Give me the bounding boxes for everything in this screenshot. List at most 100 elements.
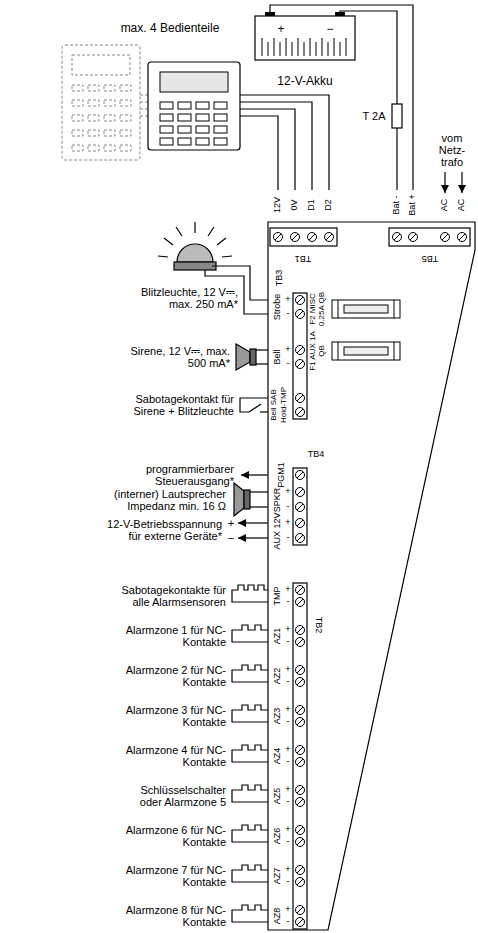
pin-label: AZ4 [273,748,283,765]
tamper-switch [249,404,261,412]
polarity-sign: + [285,487,290,497]
device-label: Blitzleuchte, 12 V⎓, max. 250 mA* [118,286,238,310]
pin-label: AZ3 [273,708,283,725]
circuit-board [268,222,475,930]
terminal-screw [297,504,303,510]
terminal-screw [296,826,305,835]
keypad-key [214,114,227,121]
mains-arrow [445,172,462,193]
nc-contact-loop [232,625,268,642]
keypad-key [214,102,227,109]
nc-contact-loop [232,585,268,602]
zone-label: Alarmzone 1 für NC-Kontakte [116,624,226,648]
pin-label: AZ7 [273,868,283,885]
nc-contact-loop [232,865,268,882]
keypad-key [214,126,227,133]
mains-arrow [444,172,445,193]
terminal-screw [296,838,305,847]
battery-wire [270,5,413,190]
siren-symbol [236,344,268,370]
terminal-screw [296,798,305,807]
keypad-symbol [148,62,240,150]
polarity-sign: + [285,295,290,305]
pin-label: AZ6 [273,828,283,845]
pin-label: Bat + [408,194,418,215]
block-name: TB3 [275,270,285,287]
pin-label: D2 [324,199,334,211]
extra-keypad [62,45,148,160]
terminal-screw [296,519,305,528]
polarity-sign: + [285,665,290,675]
battery-symbol [265,12,275,16]
battery-cell [346,38,347,56]
extra-keypad [62,45,140,160]
terminal-screw [274,233,283,242]
supply-arrow [238,522,268,523]
pin-label: Hold-TMP [280,387,289,423]
strobe-lamp [164,238,173,245]
terminal-screw [296,706,305,715]
keypad-key [104,85,115,91]
terminal-screw [441,233,450,242]
keypad-key [160,126,173,133]
keypad-key [196,114,209,121]
terminal-screw [297,759,303,765]
terminal-screw [325,233,334,242]
extra-keypad [140,109,148,110]
keypad-key [104,130,115,136]
terminal-screw [296,408,305,417]
terminal-screw [297,667,303,673]
keypad-key [160,114,173,121]
keypad-key [104,115,115,121]
terminal-screw [297,839,303,845]
pin-label: D1 [307,199,317,211]
keypad-key [160,138,173,145]
pin-label: AUX 12V [273,512,283,549]
nc-contact-loop [232,905,268,922]
fuse-holder [332,300,400,318]
polarity-sign: - [287,533,290,543]
terminal-block [293,293,307,419]
terminal-screw [296,678,305,687]
terminal-screw [296,534,305,543]
keypad-key [120,115,131,121]
node-label: max. 4 Bedienteile [121,22,220,35]
terminal-screw [297,827,303,833]
nc-contact-loop [232,785,268,802]
terminal-screw [296,586,305,595]
keypad-key [104,100,115,106]
terminal-screw [297,520,303,526]
terminal-screw [296,706,305,715]
terminal-screw [393,233,402,242]
keypad-key [88,115,99,121]
siren-symbol [256,349,268,350]
battery-cell [304,42,305,56]
terminal-block [270,228,470,929]
polarity-sign: - [287,797,290,807]
block-name: TB2 [313,617,323,634]
keypad-key [72,100,83,106]
terminal-screw [296,758,305,767]
terminal-screw [296,758,305,767]
terminal-screw [458,233,467,242]
terminal-screw [296,718,305,727]
zone-label: Schlüsselschalter oder Alarmzone 5 [116,784,226,808]
battery-cell [310,38,311,56]
fuse-holder [332,342,400,360]
terminal-screw [292,234,298,240]
keypad-key [88,85,99,91]
terminal-screw [291,233,300,242]
terminal-screw [296,586,305,595]
terminal-screw [308,233,317,242]
battery-cell [340,42,341,56]
pin-label: PGM1 [277,462,287,488]
fuse-holder [338,300,339,318]
terminal-screw [297,297,303,303]
terminal-screw [296,826,305,835]
battery-symbol [255,12,355,60]
battery-cell [316,42,317,56]
battery-symbol [335,12,345,16]
battery-wire [270,5,413,190]
polarity-sign: - [287,877,290,887]
tamper-switch [240,398,268,412]
